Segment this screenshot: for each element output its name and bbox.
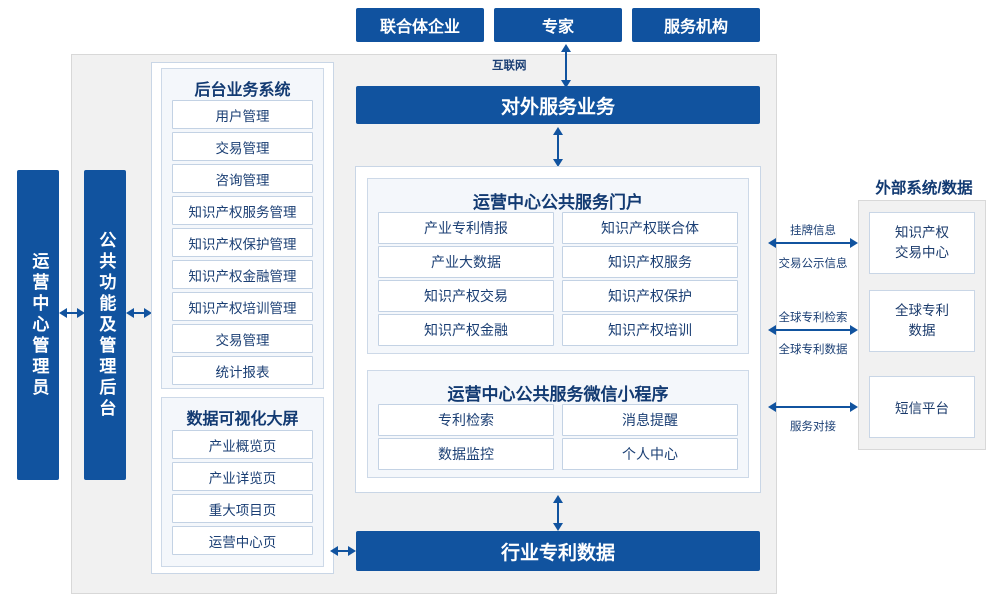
arrow-external-global-patent — [768, 325, 858, 335]
top-entity-service-org[interactable]: 服务机构 — [632, 8, 760, 42]
external-service-bar: 对外服务业务 — [356, 86, 760, 124]
connector-label-listing-info: 挂牌信息 — [790, 225, 836, 237]
external-systems-title: 外部系统/数据 — [875, 180, 973, 197]
miniprogram-title: 运营中心公共服务微信小程序 — [447, 385, 669, 404]
dataviz-item[interactable]: 产业概览页 — [172, 430, 313, 459]
dataviz-item[interactable]: 重大项目页 — [172, 494, 313, 523]
miniprogram-item[interactable]: 数据监控 — [378, 438, 554, 470]
top-entity-expert[interactable]: 专家 — [494, 8, 622, 42]
connector-label-service-docking: 服务对接 — [790, 421, 836, 433]
external-item-line2: 交易中心 — [895, 245, 949, 260]
backoffice-item[interactable]: 统计报表 — [172, 356, 313, 385]
arrow-backend-to-backoffice — [126, 308, 152, 318]
portal-item[interactable]: 知识产权培训 — [562, 314, 738, 346]
connector-label-global-patent-data: 全球专利数据 — [778, 344, 848, 356]
arrow-internet — [561, 44, 571, 88]
vbar-common-backend-label: 公共功能及管理后台 — [96, 230, 116, 420]
internet-label: 互联网 — [492, 60, 527, 72]
top-entity-lianheti[interactable]: 联合体企业 — [356, 8, 484, 42]
backoffice-item[interactable]: 知识产权保护管理 — [172, 228, 313, 257]
miniprogram-item[interactable]: 专利检索 — [378, 404, 554, 436]
external-item-global-patent[interactable]: 全球专利 数据 — [869, 290, 975, 352]
portal-title: 运营中心公共服务门户 — [473, 193, 643, 212]
miniprogram-item[interactable]: 个人中心 — [562, 438, 738, 470]
backoffice-item[interactable]: 交易管理 — [172, 324, 313, 353]
connector-label-trade-public-info: 交易公示信息 — [778, 258, 848, 270]
portal-item[interactable]: 知识产权服务 — [562, 246, 738, 278]
arrow-portal-to-industry — [553, 495, 563, 531]
backoffice-title: 后台业务系统 — [194, 82, 291, 99]
vbar-operator-admin: 运营中心管理员 — [17, 170, 59, 480]
arrow-external-ip-exchange — [768, 238, 858, 248]
arrow-service-to-portal — [553, 127, 563, 167]
backoffice-item[interactable]: 用户管理 — [172, 100, 313, 129]
external-item-line1: 知识产权 — [895, 225, 949, 241]
arrow-admin-to-backend — [59, 308, 85, 318]
backoffice-item[interactable]: 知识产权服务管理 — [172, 196, 313, 225]
dataviz-title: 数据可视化大屏 — [186, 411, 299, 428]
portal-item[interactable]: 知识产权保护 — [562, 280, 738, 312]
arrow-dataviz-to-industry — [330, 546, 356, 556]
external-item-sms-platform[interactable]: 短信平台 — [869, 376, 975, 438]
portal-item[interactable]: 知识产权交易 — [378, 280, 554, 312]
arrow-external-sms — [768, 402, 858, 412]
connector-label-global-patent-search: 全球专利检索 — [778, 312, 848, 324]
external-item-ip-exchange[interactable]: 知识产权 交易中心 — [869, 212, 975, 274]
miniprogram-item[interactable]: 消息提醒 — [562, 404, 738, 436]
external-item-line2: 数据 — [908, 323, 936, 338]
portal-item[interactable]: 知识产权联合体 — [562, 212, 738, 244]
dataviz-item[interactable]: 产业详览页 — [172, 462, 313, 491]
industry-data-bar: 行业专利数据 — [356, 531, 760, 571]
backoffice-item[interactable]: 交易管理 — [172, 132, 313, 161]
vbar-common-backend: 公共功能及管理后台 — [84, 170, 126, 480]
backoffice-item[interactable]: 咨询管理 — [172, 164, 313, 193]
backoffice-item[interactable]: 知识产权培训管理 — [172, 292, 313, 321]
vbar-operator-admin-label: 运营中心管理员 — [29, 251, 49, 399]
portal-item[interactable]: 产业大数据 — [378, 246, 554, 278]
external-item-line1: 全球专利 — [895, 303, 949, 319]
backoffice-item[interactable]: 知识产权金融管理 — [172, 260, 313, 289]
portal-item[interactable]: 产业专利情报 — [378, 212, 554, 244]
portal-item[interactable]: 知识产权金融 — [378, 314, 554, 346]
dataviz-item[interactable]: 运营中心页 — [172, 526, 313, 555]
